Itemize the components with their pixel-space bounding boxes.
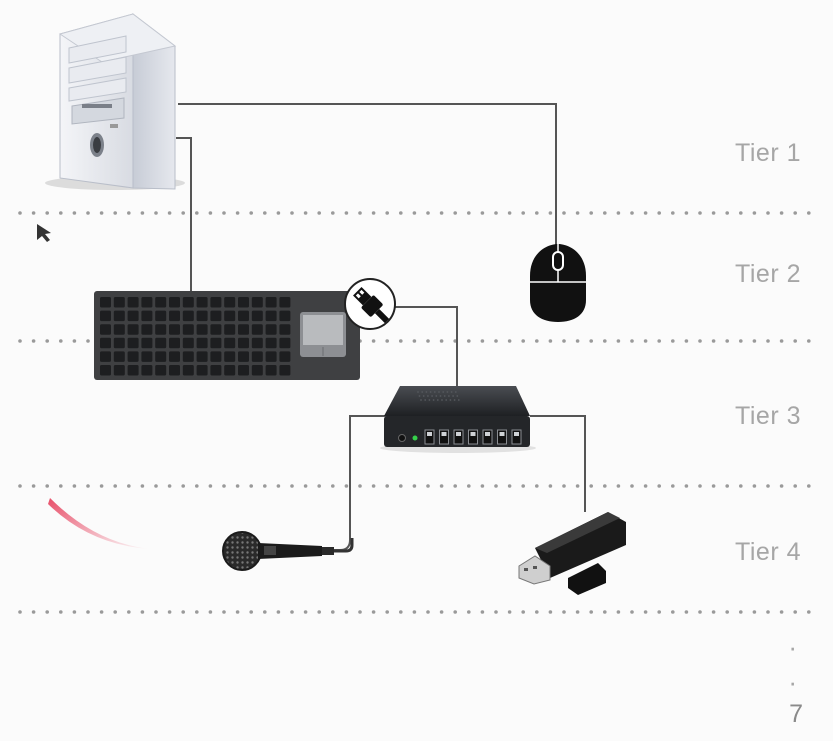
cable-keyboard-to-hub	[392, 306, 458, 386]
cables	[176, 103, 586, 551]
desktop-tower-icon	[45, 12, 185, 190]
microphone-icon	[222, 531, 354, 571]
cable-pc-to-keyboard	[176, 137, 192, 292]
tier-7-label: 7	[789, 700, 803, 728]
mouse-pointer-icon	[37, 224, 51, 242]
cable-pc-to-mouse	[178, 103, 557, 245]
continuation-dot-1: ·	[788, 632, 797, 662]
usb-flash-drive-icon	[518, 512, 626, 595]
cable-hub-to-flashdrive	[530, 415, 586, 512]
separator-line-1	[18, 211, 811, 215]
pointer-trail	[48, 498, 150, 549]
tier-2-label: Tier 2	[735, 260, 801, 288]
continuation-dot-2: ·	[788, 667, 797, 697]
mouse-icon	[530, 244, 586, 322]
cable-hub-to-microphone	[318, 415, 388, 551]
tier-4-label: Tier 4	[735, 538, 801, 566]
separator-line-3	[18, 484, 811, 488]
tier-1-label: Tier 1	[735, 139, 801, 167]
usb-plug-icon	[344, 278, 396, 330]
separator-line-4	[18, 610, 811, 614]
tier-3-label: Tier 3	[735, 402, 801, 430]
usb-hub-icon	[380, 386, 536, 453]
keyboard-icon	[94, 291, 360, 380]
